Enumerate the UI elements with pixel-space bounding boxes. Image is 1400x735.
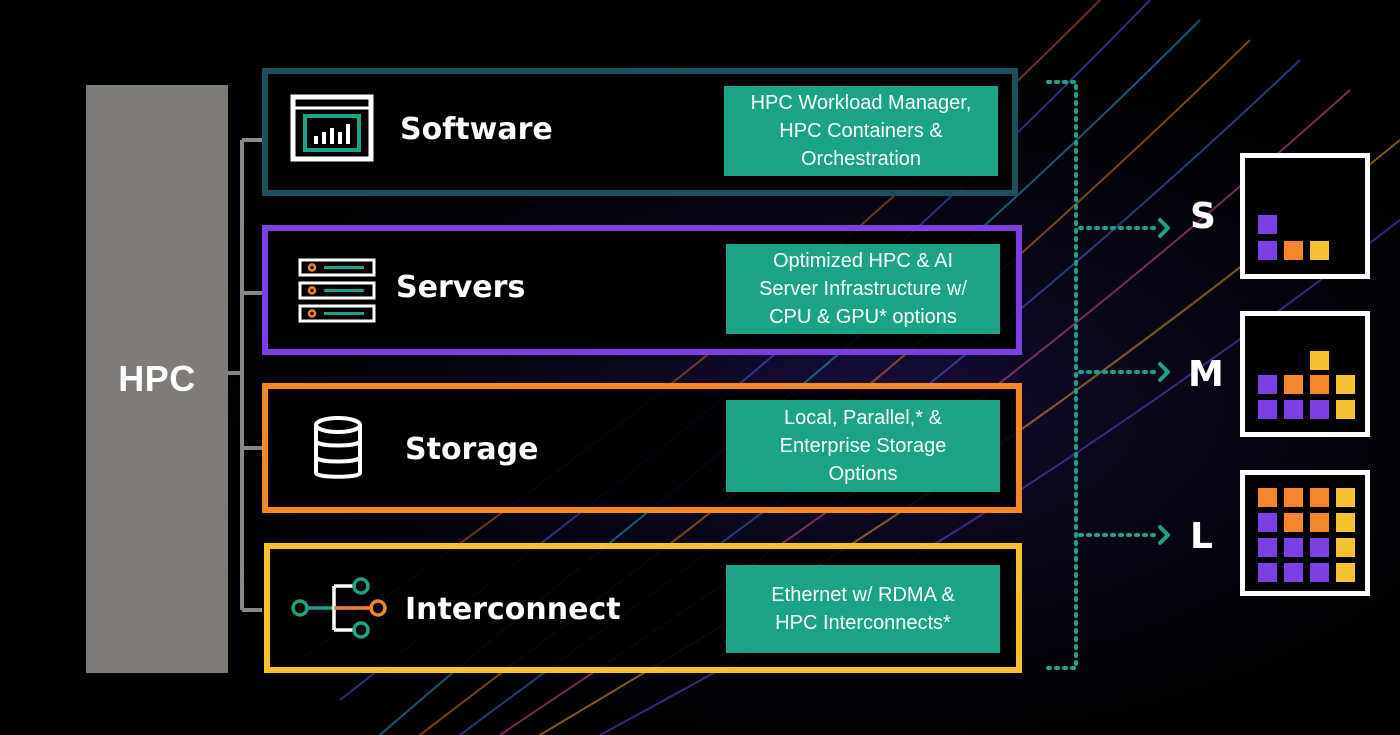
size-s-cell: [1258, 215, 1277, 234]
size-m-cell: [1258, 375, 1277, 394]
size-l-cell: [1284, 563, 1303, 582]
size-l-cell: [1310, 513, 1329, 532]
size-l-cell: [1336, 488, 1355, 507]
size-l-cell: [1336, 563, 1355, 582]
size-l-cell: [1284, 538, 1303, 557]
servers-title: Servers: [396, 270, 526, 305]
size-m-cell: [1336, 400, 1355, 419]
size-box-l: [1240, 470, 1370, 596]
hpc-bar: HPC: [86, 85, 228, 673]
storage-title: Storage: [405, 432, 539, 467]
size-l-cell: [1258, 563, 1277, 582]
database-icon: [314, 416, 362, 479]
software-title: Software: [400, 112, 553, 147]
size-l-cell: [1258, 488, 1277, 507]
size-l-cell: [1336, 538, 1355, 557]
size-l-cell: [1310, 488, 1329, 507]
size-m-cell: [1310, 351, 1329, 370]
size-s-cell: [1284, 241, 1303, 260]
size-s-cell: [1310, 241, 1329, 260]
size-l-cell: [1310, 563, 1329, 582]
size-l-cell: [1284, 488, 1303, 507]
size-m-cell: [1336, 375, 1355, 394]
interconnect-title: Interconnect: [405, 592, 621, 627]
arrow-m-icon: [1158, 362, 1170, 382]
size-m-cell: [1258, 400, 1277, 419]
size-m-cell: [1310, 400, 1329, 419]
size-label-s: S: [1190, 196, 1216, 237]
servers-description: Optimized HPC & AI Server Infrastructure…: [726, 244, 1000, 334]
network-node-icon: [291, 577, 387, 639]
dashboard-window-icon: [290, 94, 374, 162]
size-m-cell: [1284, 375, 1303, 394]
interconnect-description: Ethernet w/ RDMA & HPC Interconnects*: [726, 565, 1000, 653]
size-l-cell: [1284, 513, 1303, 532]
size-label-l: L: [1190, 516, 1213, 557]
size-s-cell: [1258, 241, 1277, 260]
hpc-label: HPC: [118, 358, 196, 399]
size-l-cell: [1258, 538, 1277, 557]
size-l-cell: [1336, 513, 1355, 532]
size-m-cell: [1284, 400, 1303, 419]
size-l-cell: [1258, 513, 1277, 532]
size-box-s: [1240, 153, 1370, 279]
arrow-l-icon: [1158, 525, 1170, 545]
size-label-m: M: [1188, 354, 1224, 395]
size-box-m: [1240, 311, 1370, 437]
size-l-cell: [1310, 538, 1329, 557]
storage-description: Local, Parallel,* & Enterprise Storage O…: [726, 400, 1000, 492]
arrow-s-icon: [1158, 218, 1170, 238]
software-description: HPC Workload Manager, HPC Containers & O…: [724, 86, 998, 176]
server-rack-icon: [298, 258, 376, 323]
size-m-cell: [1310, 375, 1329, 394]
